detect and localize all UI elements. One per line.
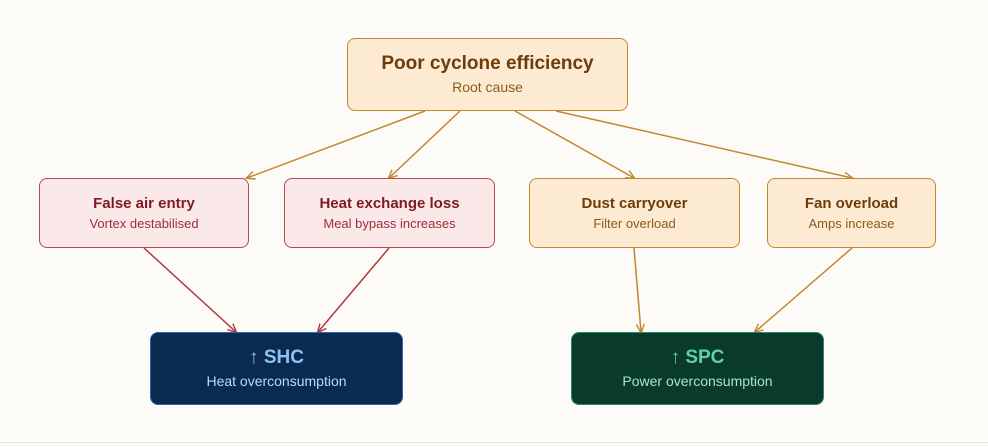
cause-node-dust-carryover: Dust carryover Filter overload (529, 178, 740, 248)
cause-subtitle: Amps increase (808, 215, 895, 231)
cause-subtitle: Filter overload (593, 215, 676, 231)
root-node: Poor cyclone efficiency Root cause (347, 38, 628, 111)
outcome-title: ↑ SHC (249, 347, 304, 369)
outcome-node-spc: ↑ SPC Power overconsumption (571, 332, 824, 405)
outcome-node-shc: ↑ SHC Heat overconsumption (150, 332, 403, 405)
root-subtitle: Root cause (452, 79, 523, 95)
cause-title: False air entry (93, 194, 195, 212)
cause-node-heat-exchange: Heat exchange loss Meal bypass increases (284, 178, 495, 248)
cause-title: Heat exchange loss (319, 194, 460, 212)
outcome-subtitle: Heat overconsumption (206, 373, 347, 389)
cause-subtitle: Vortex destabilised (89, 215, 199, 231)
cause-node-false-air: False air entry Vortex destabilised (39, 178, 249, 248)
edge-false-air-shc (143, 247, 236, 332)
edge-fan-spc (755, 247, 853, 332)
edge-root-heat-exchange (389, 110, 461, 178)
root-title: Poor cyclone efficiency (381, 53, 594, 75)
edge-root-false-air (247, 110, 426, 178)
bottom-divider (0, 442, 988, 443)
cause-title: Fan overload (804, 194, 899, 212)
edge-root-fan (555, 110, 852, 178)
outcome-title: ↑ SPC (670, 347, 725, 369)
cause-node-fan-overload: Fan overload Amps increase (767, 178, 936, 248)
edge-heat-exchange-shc (318, 247, 390, 332)
edge-root-dust (514, 110, 634, 178)
cause-subtitle: Meal bypass increases (323, 215, 456, 231)
outcome-subtitle: Power overconsumption (622, 373, 773, 389)
cause-title: Dust carryover (581, 194, 688, 212)
edge-dust-spc (633, 247, 641, 332)
